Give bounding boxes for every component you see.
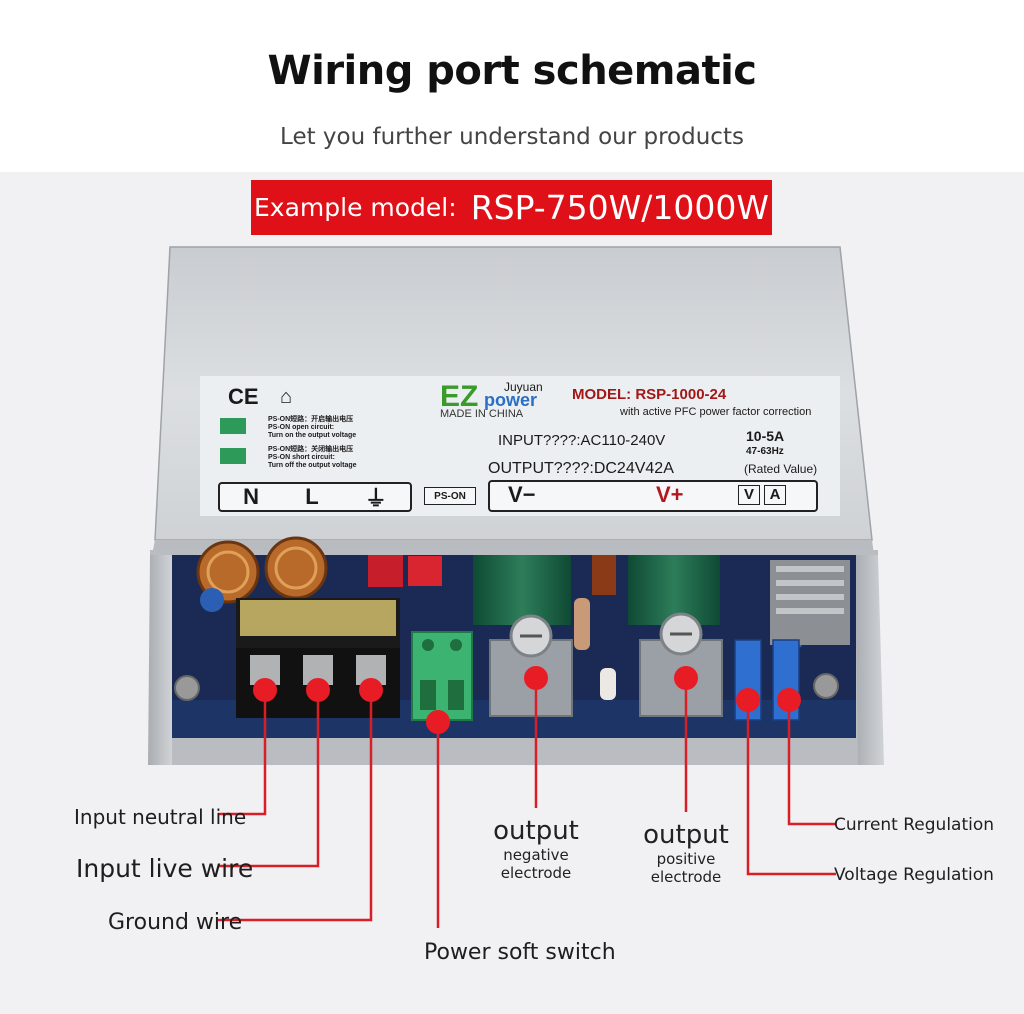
brand-tag: Juyuan — [504, 380, 543, 394]
out-pos-sub2: electrode — [650, 868, 722, 886]
output-terminal-negative — [489, 614, 573, 717]
banner-label: Example model: — [254, 193, 457, 222]
terminal-l: L — [305, 484, 319, 509]
pfc-note: with active PFC power factor correction — [620, 406, 812, 418]
adj-v-label: V — [738, 485, 760, 505]
switch-short-icon — [220, 448, 246, 464]
pson-short-cn: PS-ON短路：关闭输出电压 — [268, 446, 354, 453]
label-output-positive: output positive electrode — [636, 820, 736, 886]
pson-open: PS-ON open circuit: — [268, 424, 335, 431]
label-output-negative: output negative electrode — [486, 816, 586, 882]
label-voltage-regulation: Voltage Regulation — [834, 865, 994, 885]
input-terminal-labels: N L ⏚ — [218, 482, 412, 512]
pson-connector — [411, 631, 473, 721]
v-minus-label: V− — [508, 482, 536, 507]
switch-open-icon — [220, 418, 246, 434]
terminal-ground-icon: ⏚ — [364, 486, 387, 511]
pson-short-desc: Turn off the output voltage — [268, 462, 357, 469]
v-plus-label: V+ — [656, 482, 684, 507]
model-banner: Example model: RSP-750W/1000W — [251, 180, 772, 235]
page-title: Wiring port schematic — [267, 48, 757, 94]
label-current-regulation: Current Regulation — [834, 815, 995, 835]
brand-sub: power — [484, 390, 538, 410]
label-model: MODEL: RSP-1000-24 — [572, 386, 727, 403]
terminal-n: N — [243, 484, 259, 509]
label-input-neutral: Input neutral line — [74, 805, 247, 829]
adj-a-label: A — [764, 485, 786, 505]
callout-lines — [218, 680, 836, 928]
label-power-switch: Power soft switch — [424, 940, 616, 965]
out-pos-title: output — [643, 820, 729, 850]
banner-model: RSP-750W/1000W — [470, 188, 769, 227]
screw-icon — [813, 673, 839, 699]
terminal-markers — [253, 666, 801, 734]
out-pos-sub1: positive — [656, 850, 716, 868]
rated-value: (Rated Value) — [744, 462, 818, 476]
frequency-rating: 47-63Hz — [746, 446, 784, 457]
pson-short: PS-ON short circuit: — [268, 454, 335, 461]
screw-icon — [174, 675, 200, 701]
out-neg-sub2: electrode — [500, 864, 572, 882]
ce-mark: CE — [228, 384, 259, 409]
current-rating: 10-5A — [746, 428, 785, 444]
output-rating: OUTPUT????:DC24V42A — [488, 460, 674, 477]
out-neg-title: output — [493, 816, 579, 846]
home-icon: ⌂ — [280, 386, 293, 408]
made-in: MADE IN CHINA — [440, 408, 524, 420]
label-input-live: Input live wire — [76, 854, 254, 883]
out-neg-sub1: negative — [503, 846, 569, 864]
pson-open-desc: Turn on the output voltage — [268, 432, 357, 439]
input-rating: INPUT????:AC110-240V — [498, 432, 666, 449]
pson-label: PS-ON — [424, 487, 476, 505]
output-terminal-labels: V− V+ V A — [488, 480, 818, 512]
pson-open-cn: PS-ON短路：开启输出电压 — [268, 416, 354, 423]
brand-logo: EZ — [440, 380, 479, 413]
label-ground: Ground wire — [108, 910, 243, 935]
page-subtitle: Let you further understand our products — [280, 124, 744, 150]
